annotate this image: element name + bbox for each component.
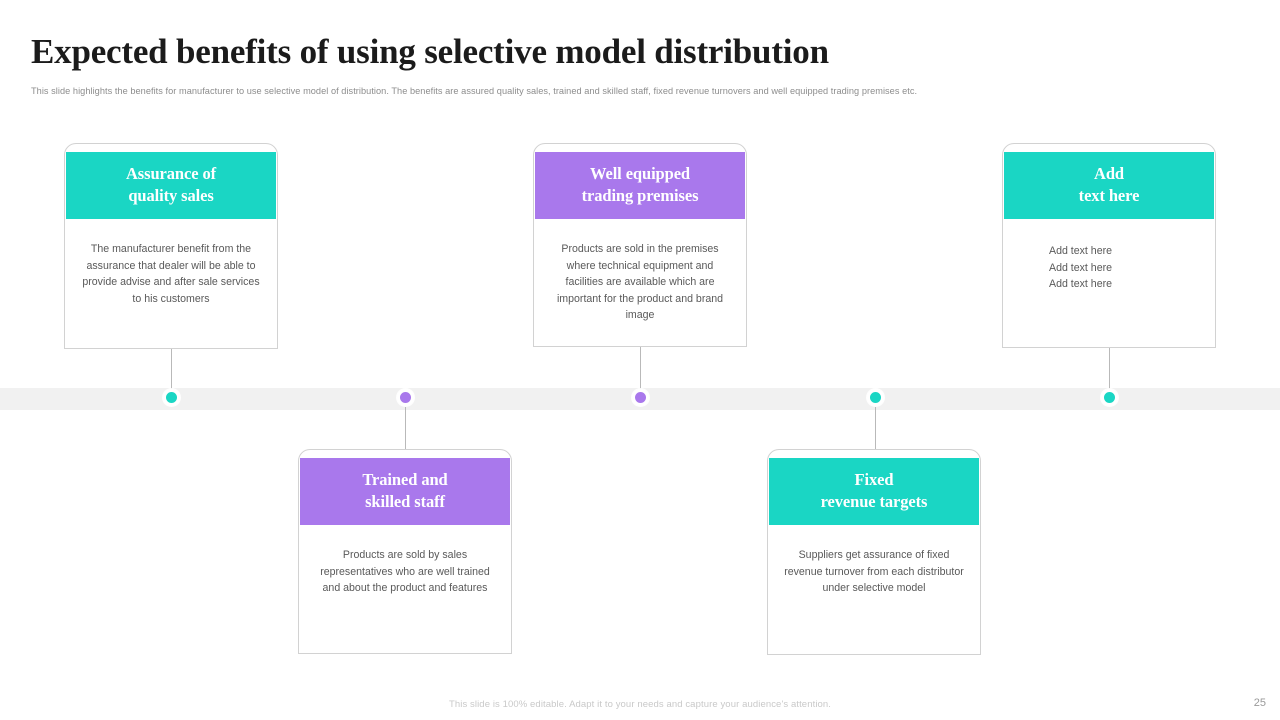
card-trained-and-skilled-staff[interactable]: Trained and skilled staff Products are s…	[298, 449, 512, 654]
timeline-dot-add-text[interactable]	[1101, 389, 1118, 406]
card-title-line1: Trained and	[362, 470, 448, 489]
connector-stem-add-text	[1109, 348, 1110, 390]
page-number: 25	[1253, 697, 1266, 709]
timeline-dot-assurance[interactable]	[163, 389, 180, 406]
card-body-trained: Products are sold by sales representativ…	[320, 549, 490, 594]
connector-stem-trained	[405, 407, 406, 449]
connector-stem-premises	[640, 347, 641, 390]
card-title-line1: Assurance of	[125, 164, 216, 183]
card-header-add-text: Add text here	[1004, 152, 1214, 219]
card-title-line2: text here	[1078, 186, 1140, 205]
card-body-assurance: The manufacturer benefit from the assura…	[82, 243, 260, 305]
timeline-dot-fixed[interactable]	[867, 389, 884, 406]
card-body-line-1: Add text here	[1049, 245, 1113, 257]
page-subtitle: This slide highlights the benefits for m…	[31, 86, 918, 96]
card-well-equipped-trading-premises[interactable]: Well equipped trading premises Products …	[533, 143, 747, 347]
card-title-line1: Well equipped	[589, 164, 691, 183]
card-body-fixed: Suppliers get assurance of fixed revenue…	[784, 549, 964, 594]
footer-note: This slide is 100% editable. Adapt it to…	[448, 699, 832, 710]
card-title-line1: Fixed	[854, 470, 894, 489]
card-title-line1: Add	[1094, 164, 1124, 183]
card-header-assurance: Assurance of quality sales	[66, 152, 276, 219]
connector-stem-fixed	[875, 407, 876, 450]
card-body-line-3: Add text here	[1049, 278, 1113, 290]
card-header-fixed: Fixed revenue targets	[769, 458, 979, 525]
card-body-premises: Products are sold in the premises where …	[556, 243, 724, 321]
card-title-line2: trading premises	[581, 186, 699, 205]
card-header-trained: Trained and skilled staff	[300, 458, 510, 525]
card-header-premises: Well equipped trading premises	[535, 152, 745, 219]
timeline-dot-premises[interactable]	[632, 389, 649, 406]
timeline-dot-trained[interactable]	[397, 389, 414, 406]
card-body-line-2: Add text here	[1049, 261, 1113, 274]
card-body-add-text: Add text here Add text here Add text her…	[1003, 219, 1215, 307]
card-add-text-here[interactable]: Add text here Add text here Add text her…	[1002, 143, 1216, 348]
card-title-line2: revenue targets	[820, 492, 928, 511]
page-title: Expected benefits of using selective mod…	[31, 32, 829, 71]
connector-stem-assurance	[171, 348, 172, 390]
card-title-line2: skilled staff	[365, 492, 445, 511]
card-assurance-of-quality-sales[interactable]: Assurance of quality sales The manufactu…	[64, 143, 278, 349]
card-fixed-revenue-targets[interactable]: Fixed revenue targets Suppliers get assu…	[767, 449, 981, 655]
card-title-line2: quality sales	[128, 186, 214, 205]
